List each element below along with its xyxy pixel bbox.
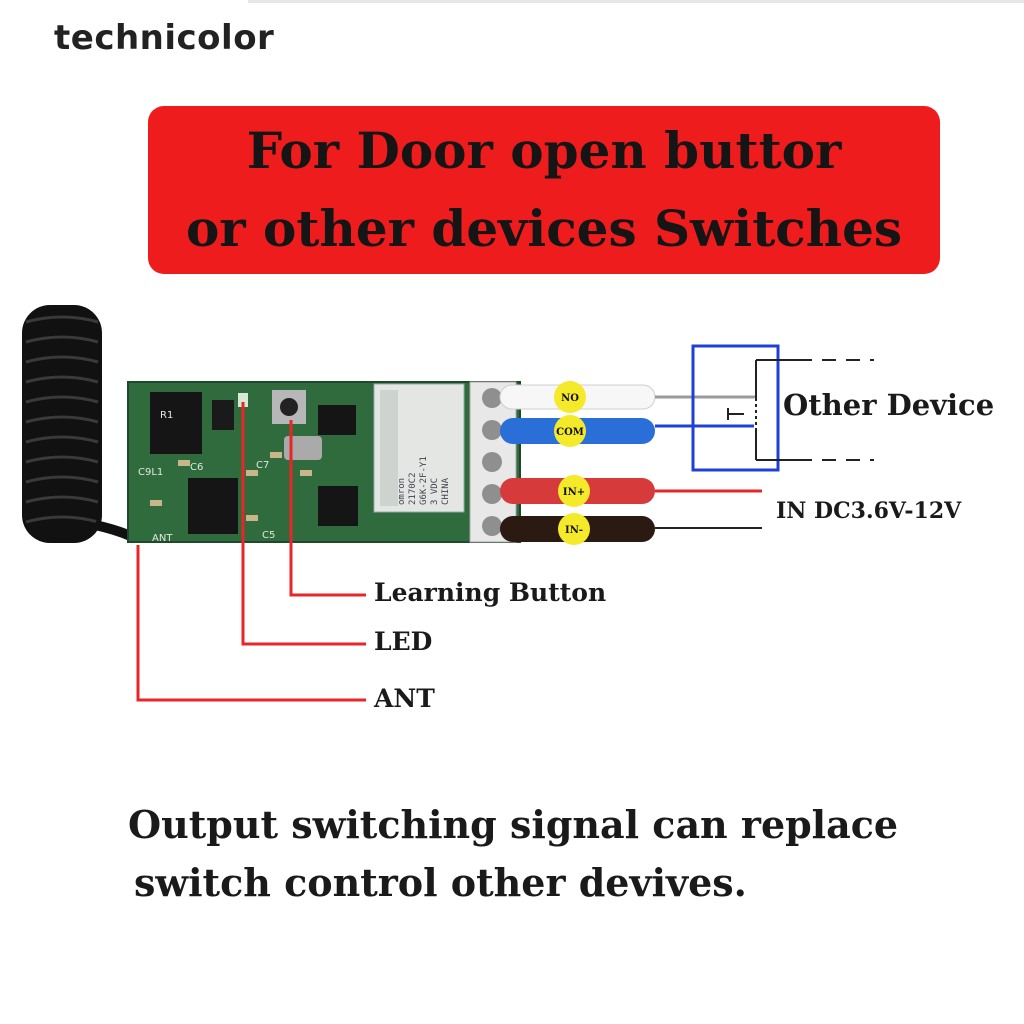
led-indicator <box>238 393 248 407</box>
relay-marking-2: G6K-2F-Y1 <box>419 456 429 505</box>
silkscreen-label-4: R1 <box>160 410 173 421</box>
pointer-learning-button <box>289 420 366 597</box>
relay-marking-1: 2170C2 <box>408 472 418 505</box>
label-learning-button: Learning Button <box>374 578 607 607</box>
other-device-switch <box>691 344 874 472</box>
ic-chip-top <box>150 392 202 454</box>
title-banner <box>148 106 940 274</box>
footer-line-2: switch control other devives. <box>134 860 747 905</box>
ic-chip-bottom <box>188 478 238 534</box>
banner-line-1: For Door open buttor <box>246 121 842 180</box>
silkscreen-label-2: C7 <box>256 460 269 471</box>
relay-marking-3: 3 VDC <box>430 478 440 505</box>
label-other-device: Other Device <box>783 388 995 422</box>
top-divider <box>248 0 1024 3</box>
footer-line-1: Output switching signal can replace <box>128 802 899 847</box>
wires <box>499 384 762 542</box>
pointer-led <box>241 402 366 646</box>
banner-line-2: or other devices Switches <box>185 199 903 258</box>
label-power-input: IN DC3.6V-12V <box>776 498 962 524</box>
marker-no: NO <box>561 393 579 404</box>
silkscreen-label-5: ANT <box>152 533 173 544</box>
silkscreen-label-1: C6 <box>190 462 203 473</box>
label-led: LED <box>374 627 433 656</box>
silkscreen-label-0: C9L1 <box>138 467 163 478</box>
marker-in-minus: IN- <box>565 525 583 536</box>
wire-markers: NO COM IN+ IN- <box>554 381 590 545</box>
pointer-ant <box>136 545 366 702</box>
pcb-board <box>127 381 521 543</box>
marker-com: COM <box>556 427 584 438</box>
banner-title: For Door open buttor or other devices Sw… <box>148 112 940 268</box>
pointer-lines <box>136 402 366 702</box>
silkscreen-label-3: C5 <box>262 530 275 541</box>
antenna-coil <box>22 305 138 543</box>
footer-caption: Output switching signal can replace swit… <box>128 796 898 912</box>
brand-logo-text: technicolor <box>54 18 275 58</box>
marker-in-plus: IN+ <box>563 487 585 498</box>
relay-marking-4: CHINA <box>441 477 451 505</box>
relay-marking-0: omron <box>397 478 407 505</box>
label-ant: ANT <box>374 684 435 713</box>
